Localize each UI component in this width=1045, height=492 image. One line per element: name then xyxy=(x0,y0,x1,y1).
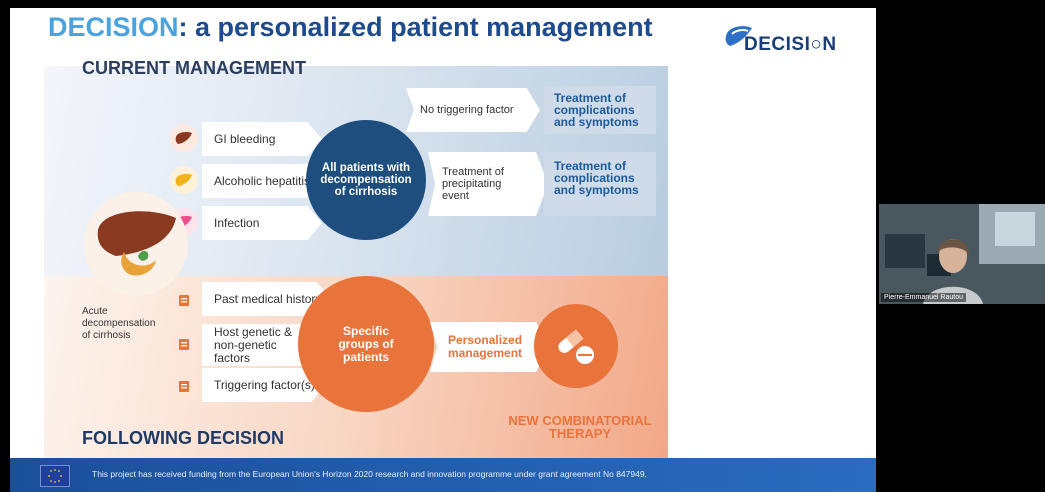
logo-text: DECISI○N xyxy=(744,34,837,55)
arrow-no-triggering-factor: No triggering factor xyxy=(406,88,540,132)
clipboard-icon xyxy=(170,330,198,358)
following-decision-title: FOLLOWING DECISION xyxy=(82,428,284,448)
liver-illustration-icon xyxy=(84,192,188,296)
outcome-box-1: Treatment of complications and symptoms xyxy=(544,86,656,134)
current-management-title: CURRENT MANAGEMENT xyxy=(82,58,306,78)
factor-gi-bleeding: GI bleeding xyxy=(202,122,322,156)
participant-video-tile[interactable]: Pierre-Emmanuel Rautou xyxy=(879,204,1045,304)
arrow-personalized-management: Personalized management xyxy=(430,322,548,372)
acute-label-text: Acute decompensation of cirrhosis xyxy=(82,306,156,341)
liver-yellow-icon xyxy=(170,166,198,194)
arrow-treatment-precipitating: Treatment of precipitating event xyxy=(428,152,548,216)
decision-logo: DECISI○N xyxy=(722,20,852,68)
funding-footer: This project has received funding from t… xyxy=(10,458,876,492)
new-combinatorial-therapy-label: NEW COMBINATORIAL THERAPY xyxy=(508,413,652,441)
slide-title: DECISION: a personalized patient managem… xyxy=(48,12,653,43)
title-highlight: DECISION xyxy=(48,12,179,42)
liver-brown-icon xyxy=(170,124,198,152)
factor-infection: Infection xyxy=(202,206,322,240)
footer-funding-text: This project has received funding from t… xyxy=(92,469,647,479)
participant-name-label: Pierre-Emmanuel Rautou xyxy=(881,293,966,302)
clipboard-icon xyxy=(170,286,198,314)
central-circle-current: All patients with decompensation of cirr… xyxy=(306,120,426,240)
pills-circle xyxy=(534,304,618,388)
participant-video-feed xyxy=(879,204,1045,304)
outcome-box-2: Treatment of complications and symptoms xyxy=(544,152,656,216)
central-circle-following: Specific groups of patients xyxy=(298,276,434,412)
eu-flag-icon xyxy=(40,465,70,487)
pills-icon xyxy=(558,329,594,364)
acute-decompensation-label: Acute decompensation of cirrhosis xyxy=(82,306,162,342)
liver-logo-icon xyxy=(725,26,752,46)
title-rest: : a personalized patient management xyxy=(178,12,653,42)
presentation-slide: DECISION: a personalized patient managem… xyxy=(10,8,876,492)
clipboard-icon xyxy=(170,372,198,400)
